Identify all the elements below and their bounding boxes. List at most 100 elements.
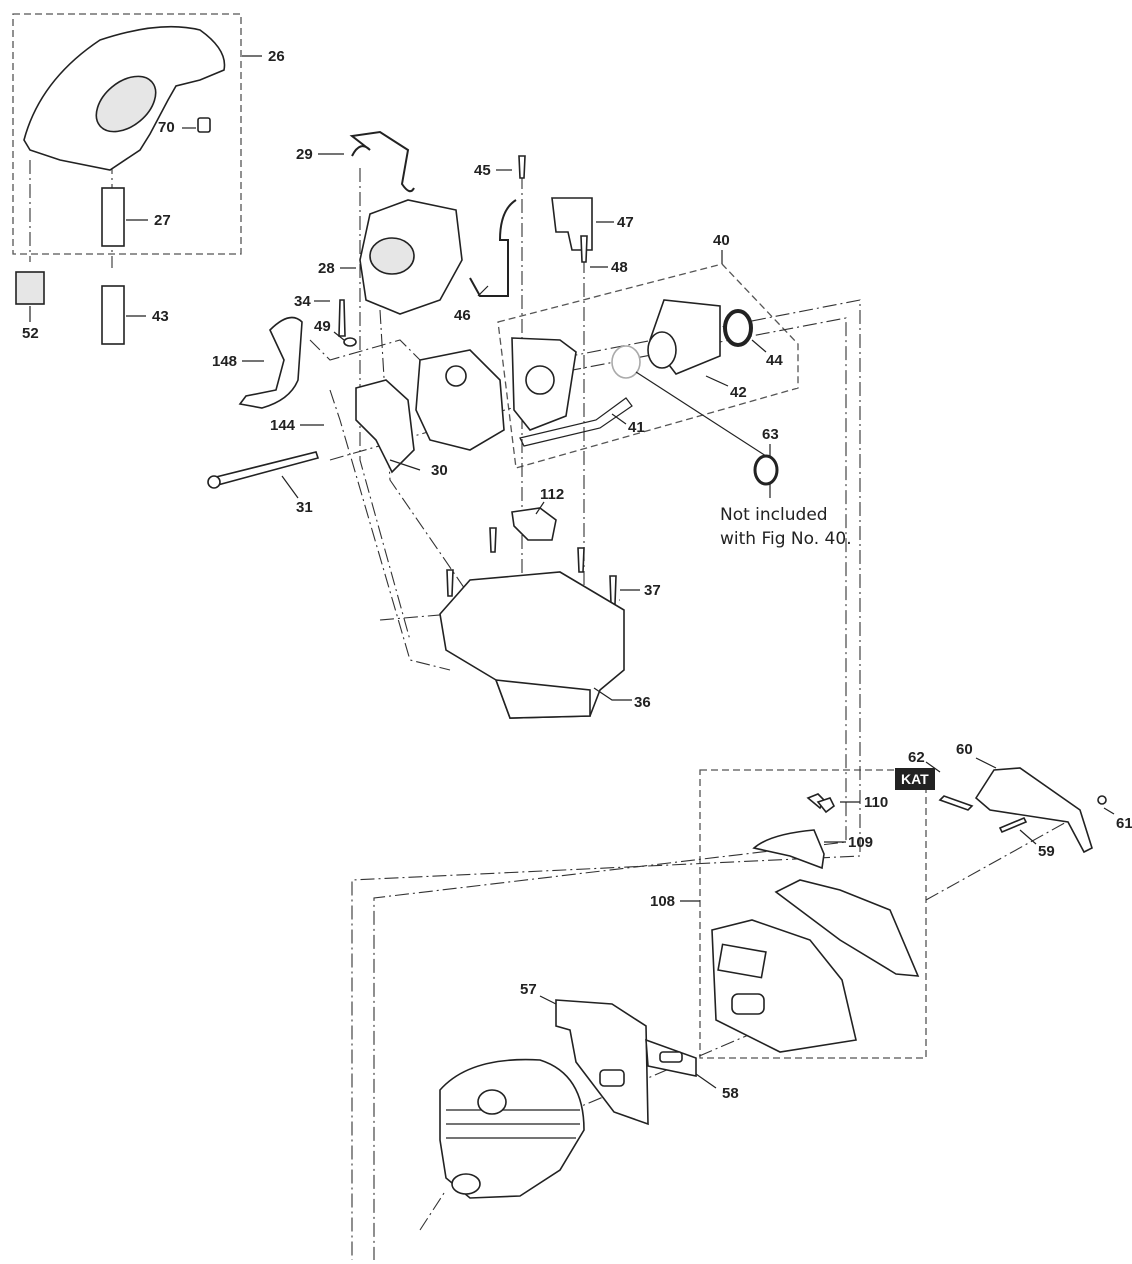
part-112-clip bbox=[511, 507, 557, 541]
carburettor-port bbox=[445, 365, 467, 387]
label-61: 61 bbox=[1116, 815, 1132, 832]
part-41-fuel-hose bbox=[519, 397, 633, 447]
part-44-o-ring bbox=[723, 309, 753, 347]
label-29: 29 bbox=[296, 146, 313, 163]
part-30-intake-adapter bbox=[355, 379, 415, 474]
part-109-deflector bbox=[752, 829, 825, 870]
group-box-26 bbox=[12, 13, 242, 255]
part-48-screw bbox=[580, 235, 588, 263]
lead-62 bbox=[925, 761, 941, 773]
cylinder-intake-port bbox=[451, 1173, 481, 1195]
label-52: 52 bbox=[22, 325, 39, 342]
lead-30 bbox=[389, 459, 421, 471]
part-59-screw bbox=[998, 816, 1028, 834]
part-31-bolt bbox=[211, 451, 320, 487]
part-61-screw bbox=[1097, 795, 1107, 805]
part-110-screw-b bbox=[816, 797, 836, 814]
label-46: 46 bbox=[454, 307, 471, 324]
label-43: 43 bbox=[152, 308, 169, 325]
cylinder-fins bbox=[446, 1109, 580, 1139]
part-43 bbox=[101, 285, 125, 345]
label-27: 27 bbox=[154, 212, 171, 229]
lead-44 bbox=[751, 339, 767, 353]
part-cylinder bbox=[439, 1058, 585, 1199]
lead-61 bbox=[1103, 807, 1115, 815]
label-148: 148 bbox=[212, 353, 238, 370]
lead-49 bbox=[333, 331, 345, 341]
lead-59 bbox=[1019, 829, 1037, 845]
label-40: 40 bbox=[713, 232, 730, 249]
lead-36 bbox=[593, 687, 632, 701]
label-26: 26 bbox=[268, 48, 285, 65]
arrow-cylinder bbox=[419, 1189, 447, 1231]
line-shield bbox=[925, 819, 1071, 901]
label-34: 34 bbox=[294, 293, 311, 310]
label-42: 42 bbox=[730, 384, 747, 401]
label-47: 47 bbox=[617, 214, 634, 231]
lead-60 bbox=[975, 757, 997, 769]
part-49-washer bbox=[343, 337, 357, 347]
label-109: 109 bbox=[848, 834, 874, 851]
lead-42 bbox=[705, 375, 729, 387]
line-cylinder bbox=[499, 1029, 761, 1141]
part-63-ring-ghost bbox=[611, 345, 641, 379]
part-26-vent-grille bbox=[95, 75, 157, 133]
part-36-tank bbox=[439, 571, 625, 719]
part-70 bbox=[197, 117, 211, 133]
part-148-lever bbox=[238, 316, 303, 409]
part-37-screw-a bbox=[489, 527, 497, 553]
note-line-2: with Fig No. 40. bbox=[720, 529, 852, 549]
line-144 bbox=[329, 389, 451, 671]
label-31: 31 bbox=[296, 499, 313, 516]
part-37-screw-c bbox=[577, 547, 585, 573]
label-41: 41 bbox=[628, 419, 645, 436]
part-27 bbox=[101, 187, 125, 247]
kat-badge: KAT bbox=[895, 768, 935, 790]
part-62-screw bbox=[938, 795, 974, 811]
line-148 bbox=[309, 339, 421, 361]
muffler-exhaust-port bbox=[731, 993, 765, 1015]
note-not-included: Not included with Fig No. 40. bbox=[720, 503, 852, 551]
label-48: 48 bbox=[611, 259, 628, 276]
part-carburettor bbox=[415, 349, 505, 451]
label-62: 62 bbox=[908, 749, 925, 766]
label-49: 49 bbox=[314, 318, 331, 335]
label-108: 108 bbox=[650, 893, 676, 910]
part-29-wire bbox=[349, 130, 415, 193]
lead-63-ghost bbox=[635, 371, 767, 457]
part-37-screw-b bbox=[446, 569, 454, 597]
part-34-screw bbox=[338, 299, 346, 337]
part-42-port bbox=[647, 331, 677, 369]
part-58-port bbox=[659, 1051, 683, 1063]
label-63: 63 bbox=[762, 426, 779, 443]
lead-57 bbox=[539, 995, 557, 1005]
part-52-filter bbox=[15, 271, 45, 305]
part-108-muffler-body bbox=[711, 919, 857, 1053]
part-57-port bbox=[599, 1069, 625, 1087]
muffler-window bbox=[717, 943, 767, 979]
part-60-heat-shield bbox=[974, 767, 1093, 854]
group-box-40 bbox=[497, 263, 799, 469]
part-108-muffler-cover bbox=[774, 879, 920, 977]
part-63-ring bbox=[753, 454, 779, 486]
part-40-port bbox=[525, 365, 555, 395]
lead-112 bbox=[535, 501, 545, 515]
part-37-screw-d bbox=[609, 575, 617, 605]
label-58: 58 bbox=[722, 1085, 739, 1102]
label-57: 57 bbox=[520, 981, 537, 998]
lead-58 bbox=[695, 1073, 717, 1089]
label-37: 37 bbox=[644, 582, 661, 599]
label-110: 110 bbox=[864, 794, 889, 811]
part-46-cable bbox=[469, 199, 517, 297]
label-44: 44 bbox=[766, 352, 783, 369]
label-36: 36 bbox=[634, 694, 651, 711]
label-59: 59 bbox=[1038, 843, 1055, 860]
part-28-detail bbox=[369, 237, 415, 275]
label-45: 45 bbox=[474, 162, 491, 179]
label-28: 28 bbox=[318, 260, 335, 277]
part-36-tank-bottom bbox=[494, 679, 591, 719]
assembly-line-outer bbox=[351, 299, 861, 1260]
part-31-bolt-head bbox=[207, 475, 221, 489]
